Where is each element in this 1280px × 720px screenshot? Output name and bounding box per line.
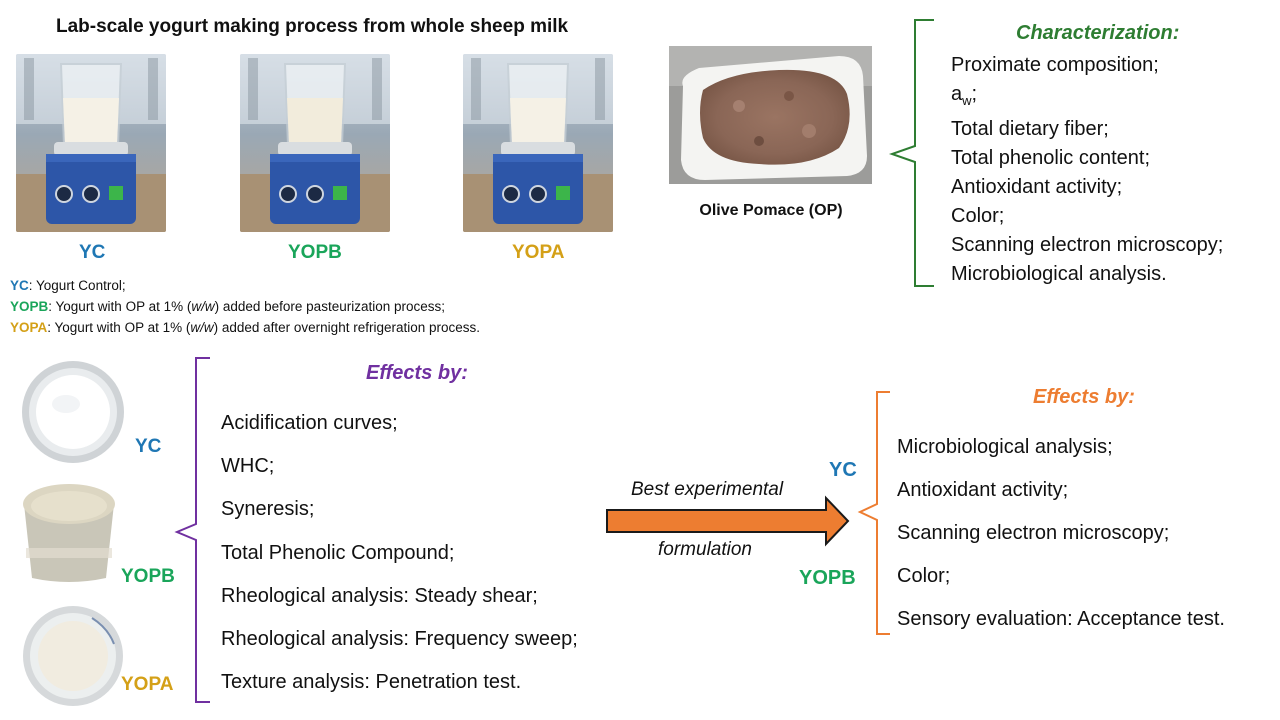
characterization-list: Proximate composition; aw; Total dietary… bbox=[951, 51, 1223, 289]
legend-code-yopa: YOPA bbox=[10, 320, 48, 335]
characterization-item: Antioxidant activity; bbox=[951, 176, 1123, 198]
legend-text-yopb-post: ) added before pasteurization process; bbox=[214, 299, 445, 314]
characterization-title: Characterization: bbox=[1016, 22, 1180, 44]
sample-label-yopa: YOPA bbox=[512, 242, 565, 263]
olive-pomace-label: Olive Pomace (OP) bbox=[699, 202, 843, 219]
effects-item: Acidification curves; bbox=[221, 412, 398, 434]
effects-item: Microbiological analysis; bbox=[897, 436, 1113, 458]
yogurt-cup-photo-yopa bbox=[22, 604, 124, 708]
legend-code-yc: YC bbox=[10, 278, 29, 293]
olive-pomace-photo bbox=[669, 46, 872, 184]
legend-text-yopa-post: ) added after overnight refrigeration pr… bbox=[213, 320, 481, 335]
yogurt-blender-photo-yopb bbox=[240, 54, 390, 232]
characterization-item: Color; bbox=[951, 205, 1005, 227]
effects-item: Color; bbox=[897, 565, 951, 587]
effects-title-left: Effects by: bbox=[366, 362, 468, 384]
sample-label-yc: YC bbox=[79, 242, 106, 263]
cup-label-yc: YC bbox=[135, 436, 162, 457]
effects-item: WHC; bbox=[221, 455, 275, 478]
legend-row-yc: YC: Yogurt Control; bbox=[10, 275, 480, 296]
effects-item: Rheological analysis: Frequency sweep; bbox=[221, 628, 578, 651]
sample-label-yopb: YOPB bbox=[288, 242, 342, 263]
effects-item: Total Phenolic Compound; bbox=[221, 541, 455, 564]
effects-brace-right bbox=[857, 391, 890, 635]
effects-list-left: Acidification curves; WHC; Syneresis; To… bbox=[221, 402, 578, 704]
legend-ww-yopa: w/w bbox=[190, 320, 214, 335]
aw-subscript: w bbox=[962, 93, 972, 108]
page-title: Lab-scale yogurt making process from who… bbox=[56, 16, 569, 37]
effects-brace-left bbox=[174, 357, 210, 703]
aw-suffix: ; bbox=[971, 83, 978, 105]
legend-row-yopa: YOPA: Yogurt with OP at 1% (w/w) added a… bbox=[10, 317, 480, 338]
effects-item: Syneresis; bbox=[221, 498, 315, 521]
effects-item: Scanning electron microscopy; bbox=[897, 522, 1170, 544]
selected-label-yc: YC bbox=[829, 459, 857, 481]
arrow-label-bottom: formulation bbox=[658, 539, 752, 560]
best-formulation-arrow bbox=[606, 495, 850, 547]
yogurt-cup-photo-yopb bbox=[16, 478, 122, 586]
yogurt-blender-photo-yc bbox=[16, 54, 166, 232]
legend-text-yopb-pre: : Yogurt with OP at 1% ( bbox=[48, 299, 192, 314]
yogurt-cup-photo-yc bbox=[20, 360, 126, 464]
aw-main: a bbox=[951, 83, 963, 105]
cup-label-yopb: YOPB bbox=[121, 566, 175, 587]
characterization-item-aw: aw; bbox=[951, 80, 1223, 115]
legend-ww-yopb: w/w bbox=[191, 299, 215, 314]
effects-list-right: Microbiological analysis; Antioxidant ac… bbox=[897, 426, 1225, 641]
characterization-item: Total dietary fiber; bbox=[951, 118, 1109, 140]
legend-text-yopa-pre: : Yogurt with OP at 1% ( bbox=[47, 320, 191, 335]
legend-code-yopb: YOPB bbox=[10, 299, 49, 314]
legend-text-yc: : Yogurt Control; bbox=[28, 278, 126, 293]
effects-item: Texture analysis: Penetration test. bbox=[221, 671, 522, 694]
effects-item: Antioxidant activity; bbox=[897, 479, 1069, 501]
cup-label-yopa: YOPA bbox=[121, 674, 174, 695]
characterization-item: Total phenolic content; bbox=[951, 147, 1151, 169]
characterization-item: Proximate composition; bbox=[951, 54, 1159, 76]
yogurt-blender-photo-yopa bbox=[463, 54, 613, 232]
characterization-brace bbox=[888, 19, 934, 287]
characterization-item: Microbiological analysis. bbox=[951, 263, 1167, 285]
selected-label-yopb: YOPB bbox=[799, 567, 856, 589]
effects-item: Sensory evaluation: Acceptance test. bbox=[897, 608, 1225, 630]
sample-legend: YC: Yogurt Control; YOPB: Yogurt with OP… bbox=[10, 275, 480, 338]
legend-row-yopb: YOPB: Yogurt with OP at 1% (w/w) added b… bbox=[10, 296, 480, 317]
arrow-label-top: Best experimental bbox=[631, 479, 784, 500]
effects-title-right: Effects by: bbox=[1033, 386, 1135, 408]
effects-item: Rheological analysis: Steady shear; bbox=[221, 584, 538, 607]
characterization-item: Scanning electron microscopy; bbox=[951, 234, 1224, 256]
